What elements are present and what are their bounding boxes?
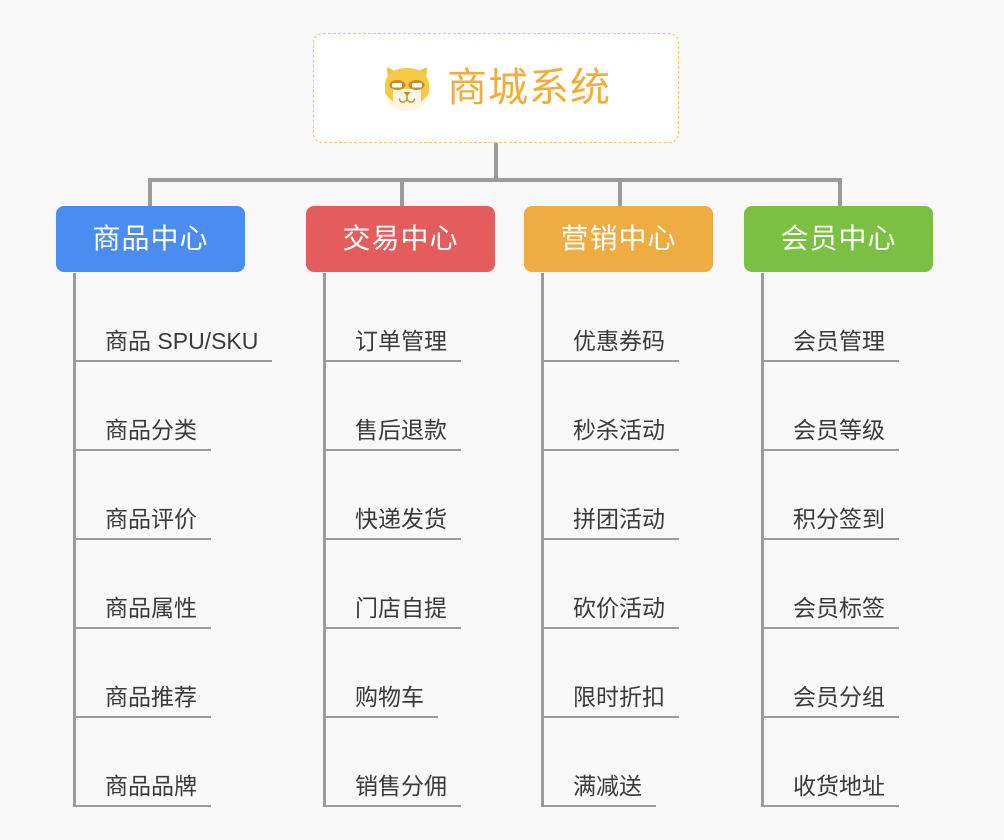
leaf-item-label: 商品分类 [105, 417, 197, 443]
leaf-item-underline [73, 538, 211, 540]
leaf-item-label: 商品推荐 [105, 684, 197, 710]
leaf-item-underline [323, 360, 461, 362]
leaf-item-label: 优惠券码 [573, 328, 665, 354]
leaf-item-label: 订单管理 [355, 328, 447, 354]
leaf-item-label: 会员等级 [793, 417, 885, 443]
category-header-label: 商品中心 [92, 223, 209, 254]
leaf-item-underline [73, 449, 211, 451]
root-node-shop-system[interactable]: 商城系统 [313, 33, 679, 143]
leaf-item-underline [541, 627, 679, 629]
leaf-item-underline [73, 805, 211, 807]
leaf-item-label: 商品 SPU/SKU [105, 328, 259, 354]
leaf-item-underline [323, 627, 461, 629]
category-header-product[interactable]: 商品中心 [56, 206, 245, 272]
leaf-item-label: 商品属性 [105, 595, 197, 621]
category-header-marketing[interactable]: 营销中心 [524, 206, 713, 272]
leaf-item-label: 收货地址 [793, 773, 885, 799]
column-spine [323, 273, 326, 807]
connector-horizontal-bus [148, 178, 842, 182]
root-node-label: 商城系统 [447, 66, 611, 110]
leaf-item-label: 拼团活动 [573, 506, 665, 532]
category-header-label: 交易中心 [342, 223, 459, 254]
leaf-item-label: 商品品牌 [105, 773, 197, 799]
column-spine [73, 273, 76, 807]
leaf-item-label: 会员管理 [793, 328, 885, 354]
category-header-label: 营销中心 [560, 223, 677, 254]
leaf-item-underline [323, 449, 461, 451]
leaf-item-label: 积分签到 [793, 506, 885, 532]
leaf-item-label: 商品评价 [105, 506, 197, 532]
root-node-content: 商城系统 [381, 62, 611, 114]
leaf-item-underline [541, 360, 679, 362]
leaf-item-label: 砍价活动 [573, 595, 665, 621]
leaf-item-underline [541, 449, 679, 451]
leaf-item-underline [541, 805, 656, 807]
leaf-item-label: 快递发货 [355, 506, 447, 532]
leaf-item-label: 会员标签 [793, 595, 885, 621]
leaf-item-label: 购物车 [355, 684, 424, 710]
connector-drop-4 [838, 178, 842, 207]
leaf-item-underline [323, 805, 461, 807]
leaf-item-underline [541, 716, 679, 718]
column-spine [541, 273, 544, 807]
leaf-item-underline [761, 716, 899, 718]
leaf-item-label: 会员分组 [793, 684, 885, 710]
leaf-item-underline [761, 449, 899, 451]
category-header-trade[interactable]: 交易中心 [306, 206, 495, 272]
leaf-item-underline [761, 360, 899, 362]
leaf-item-underline [323, 538, 461, 540]
shiba-inu-dog-icon [381, 62, 433, 114]
leaf-item-label: 售后退款 [355, 417, 447, 443]
leaf-item-underline [323, 716, 438, 718]
leaf-item-underline [761, 805, 899, 807]
column-spine [761, 273, 764, 807]
leaf-item-underline [73, 716, 211, 718]
connector-root-stem [494, 143, 498, 180]
leaf-item-label: 销售分佣 [355, 773, 447, 799]
leaf-item-label: 限时折扣 [573, 684, 665, 710]
connector-drop-1 [148, 178, 152, 207]
leaf-item-underline [73, 627, 211, 629]
connector-drop-2 [400, 178, 404, 207]
leaf-item-underline [761, 538, 899, 540]
leaf-item-underline [541, 538, 679, 540]
leaf-item-label: 秒杀活动 [573, 417, 665, 443]
category-header-member[interactable]: 会员中心 [744, 206, 933, 272]
leaf-item-underline [73, 360, 272, 362]
leaf-item-label: 门店自提 [355, 595, 447, 621]
connector-drop-3 [618, 178, 622, 207]
leaf-item-label: 满减送 [573, 773, 642, 799]
leaf-item-underline [761, 627, 899, 629]
category-header-label: 会员中心 [780, 223, 897, 254]
